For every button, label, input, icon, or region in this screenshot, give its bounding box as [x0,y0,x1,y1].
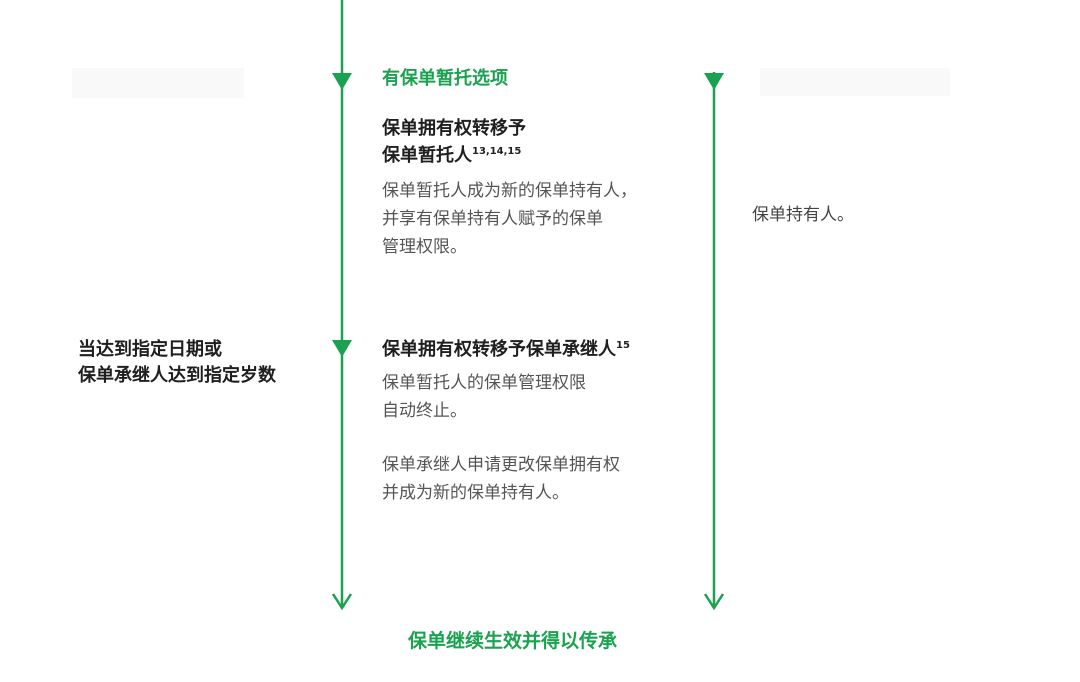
branch-title: 有保单暂托选项 [382,68,508,89]
left-arrow-top [332,73,352,90]
right-arrow-bottom [703,593,725,611]
step2-body-2: 保单承继人申请更改保单拥有权 并成为新的保单持有人。 [382,455,620,503]
condition-label: 当达到指定日期或 保单承继人达到指定岁数 [78,339,276,386]
step2-footnote-refs: 15 [616,340,630,351]
step2-block: 保单拥有权转移予保单承继人15 保单暂托人的保单管理权限 自动终止。 保单承继人… [382,336,692,507]
step2-heading: 保单拥有权转移予保单承继人15 [382,339,630,360]
faded-left-block [72,68,244,98]
step1-heading: 保单拥有权转移予 保单暂托人13,14,15 [382,118,526,166]
right-partial-text: 保单持有人。 [752,205,854,225]
step1-footnote-refs: 13,14,15 [472,146,522,157]
right-arrow-top [704,73,724,90]
left-arrow-bottom [331,593,353,611]
footer-result: 保单继续生效并得以传承 [408,630,618,652]
step2-body: 保单暂托人的保单管理权限 自动终止。 [382,373,586,421]
left-arrow-middle [332,340,352,357]
step1-body: 保单暂托人成为新的保单持有人， 并享有保单持有人赋予的保单 管理权限。 [382,181,637,257]
step1-block: 保单拥有权转移予 保单暂托人13,14,15 保单暂托人成为新的保单持有人， 并… [382,115,692,261]
faded-right-block [760,68,950,96]
